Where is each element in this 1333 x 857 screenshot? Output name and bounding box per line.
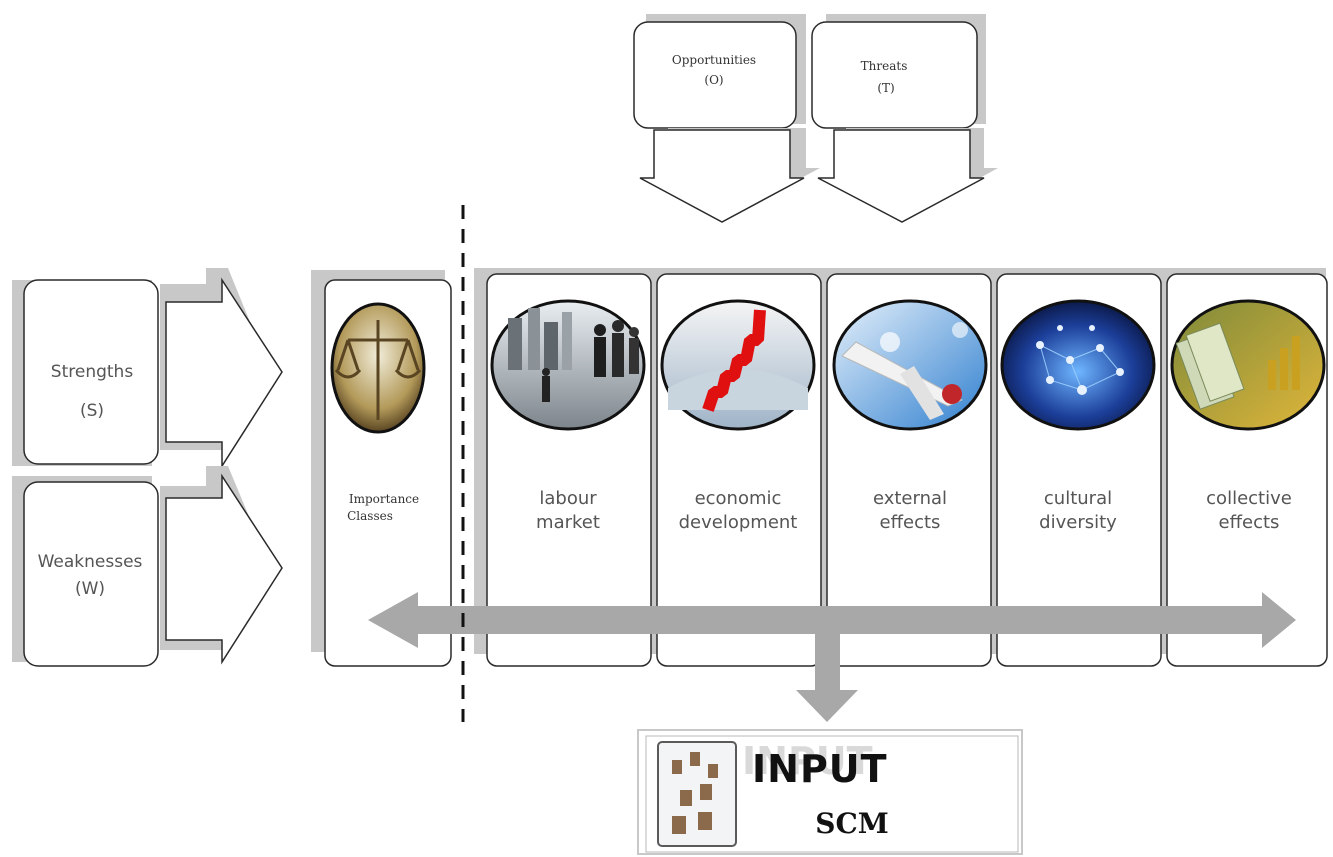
strengths-block: Strengths (S) (12, 268, 283, 469)
category-label-line2: development (679, 512, 798, 533)
double-horizontal-arrow (368, 592, 1296, 648)
opportunities-label: Opportunities (672, 53, 756, 67)
category-label-line1: economic (695, 488, 782, 509)
threats-label: Threats (861, 59, 908, 73)
strengths-label: Strengths (51, 362, 134, 382)
weaknesses-box (23, 481, 159, 667)
category-column-external-effects: external effects (826, 273, 992, 667)
money-icon (1170, 299, 1326, 431)
weaknesses-label: Weaknesses (38, 552, 143, 572)
input-title: INPUT (752, 747, 888, 791)
weaknesses-block: Weaknesses (W) (12, 466, 283, 667)
threats-block: Threats (T) (811, 14, 998, 223)
threats-box (811, 21, 978, 129)
importance-label-line2: Classes (347, 509, 393, 523)
down-arrow-to-input (796, 634, 858, 722)
strengths-abbr: (S) (80, 401, 104, 421)
balance-scale-shape (334, 320, 422, 420)
strengths-box (23, 279, 159, 465)
opportunities-down-arrow (639, 129, 805, 223)
scm-label: SCM (815, 807, 889, 840)
growth-chart-globe-icon (660, 299, 816, 431)
category-label-line2: diversity (1039, 512, 1117, 533)
category-column-labour-market: labour market (486, 273, 652, 667)
category-label-line2: effects (880, 512, 941, 533)
threats-abbr: (T) (877, 81, 894, 95)
importance-label-line1: Importance (349, 492, 419, 506)
supply-chain-icon-art (672, 752, 718, 834)
category-label-line2: effects (1219, 512, 1280, 533)
threats-down-arrow (817, 129, 985, 223)
category-column-collective-effects: collective effects (1166, 273, 1328, 667)
category-panel: labour market economic development (474, 268, 1328, 667)
category-label-line1: labour (539, 488, 597, 509)
weaknesses-abbr: (W) (75, 579, 105, 599)
input-scm-block: INPUT INPUT SCM (637, 729, 1023, 855)
importance-column: Importance Classes (311, 270, 452, 667)
network-people-globe-icon (1000, 299, 1156, 431)
business-people-city-icon (490, 299, 646, 431)
opportunities-abbr: (O) (704, 73, 723, 87)
strengths-right-arrow (165, 277, 283, 469)
airplane-icon (832, 299, 988, 431)
opportunities-block: Opportunities (O) (633, 14, 820, 223)
category-column-economic-development: economic development (656, 273, 822, 667)
category-label-line1: external (873, 488, 947, 509)
category-column-cultural-diversity: cultural diversity (996, 273, 1162, 667)
input-title-shadow: INPUT (742, 739, 873, 783)
category-label-line1: cultural (1044, 488, 1112, 509)
category-label-line1: collective (1206, 488, 1292, 509)
category-label-line2: market (536, 512, 600, 533)
weaknesses-right-arrow (165, 473, 283, 665)
